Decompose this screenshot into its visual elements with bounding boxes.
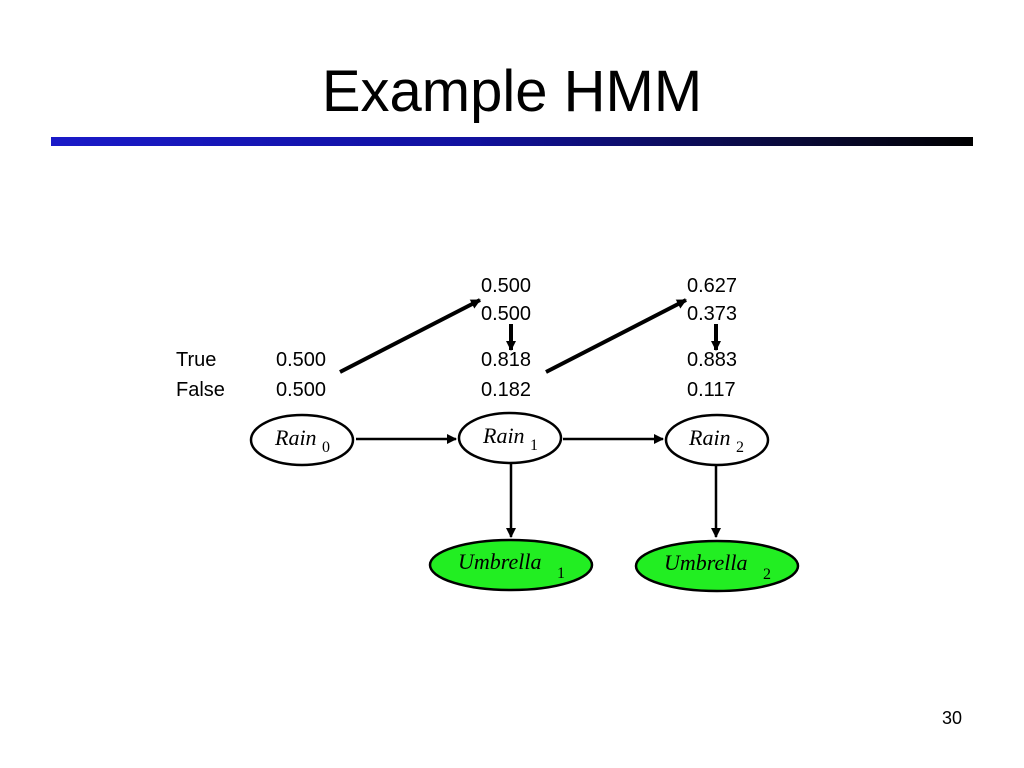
step1-predicted-false-value: 0.500 — [481, 303, 531, 325]
predict-arrow-1 — [339, 298, 481, 374]
node-rain-2-sub: 2 — [736, 439, 744, 456]
node-rain-2: Rain 2 — [664, 413, 770, 467]
row-label-false: False — [176, 379, 225, 401]
slide-title: Example HMM — [321, 59, 703, 124]
predict-arrow-2 — [545, 298, 687, 374]
step1-predicted-true-value: 0.500 — [481, 275, 531, 297]
step2-predicted-false-value: 0.373 — [687, 303, 737, 325]
row-label-true: True — [176, 349, 216, 371]
step2-filtered-false-value: 0.117 — [687, 379, 736, 401]
node-umbrella-2-sub: 2 — [763, 566, 771, 583]
node-rain-0-label: Rain — [274, 425, 317, 450]
step1-filtered-false-value: 0.182 — [481, 379, 531, 401]
step1-filtered-true-value: 0.818 — [481, 349, 531, 371]
node-rain-1: Rain 1 — [457, 411, 563, 465]
node-umbrella-1-label: Umbrella — [458, 549, 542, 574]
step2-predicted-true-value: 0.627 — [687, 275, 737, 297]
page-number: 30 — [941, 708, 962, 728]
node-rain-1-sub: 1 — [530, 437, 538, 454]
title-rule — [51, 137, 973, 146]
node-rain-0: Rain 0 — [249, 413, 355, 467]
prior-true-value: 0.500 — [276, 349, 326, 371]
node-umbrella-1: Umbrella 1 — [428, 538, 594, 592]
node-umbrella-2: Umbrella 2 — [634, 539, 800, 593]
step2-filtered-true-value: 0.883 — [687, 349, 737, 371]
node-rain-1-label: Rain — [482, 423, 525, 448]
prior-false-value: 0.500 — [276, 379, 326, 401]
node-rain-2-label: Rain — [688, 425, 731, 450]
node-umbrella-2-label: Umbrella — [664, 550, 748, 575]
node-umbrella-1-sub: 1 — [557, 565, 565, 582]
node-rain-0-sub: 0 — [322, 439, 330, 456]
